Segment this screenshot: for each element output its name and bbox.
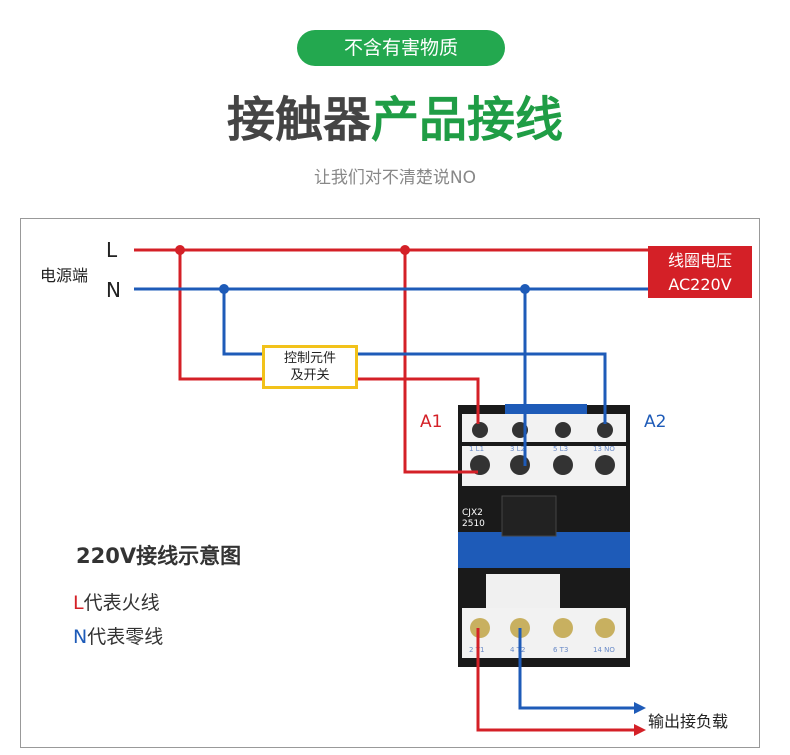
screw	[470, 455, 490, 475]
screw	[555, 422, 571, 438]
screw	[553, 455, 573, 475]
l-to-terminal1	[403, 250, 478, 474]
diagram-frame	[20, 218, 760, 748]
screw	[595, 455, 615, 475]
top-terminal-labels: 1 L1 3 L2 5 L3 13 NO	[469, 445, 615, 453]
terminal-label: 5 L3	[553, 445, 568, 453]
bottom-screws	[470, 618, 615, 638]
model-line2: 2510	[462, 519, 485, 529]
legend-n-text: 代表零线	[87, 626, 164, 648]
line-l-label: L	[106, 238, 118, 262]
output-live-arrow	[634, 724, 646, 736]
screw	[597, 422, 613, 438]
l-to-control	[178, 250, 262, 381]
power-source-label: 电源端	[40, 266, 89, 285]
coil-voltage-box: 线圈电压 AC220V	[648, 246, 752, 298]
legend-l-text: 代表火线	[83, 592, 160, 614]
contactor-label-plate	[486, 574, 560, 608]
screw	[510, 455, 530, 475]
screw	[472, 422, 488, 438]
terminal-label: 3 L2	[510, 445, 525, 453]
terminal-label: 14 NO	[593, 646, 615, 654]
model-line1: CJX2	[462, 508, 483, 518]
coil-a2-label: A2	[644, 412, 667, 432]
page-title: 接触器产品接线	[0, 80, 790, 150]
title-part2: 产品接线	[371, 92, 564, 148]
contactor-actuator	[501, 495, 557, 537]
control-line1: 控制元件	[283, 351, 336, 366]
screw	[595, 618, 615, 638]
coil-voltage-line2: AC220V	[668, 275, 732, 294]
control-line2: 及开关	[290, 368, 330, 383]
output-neutral-wire	[518, 628, 636, 710]
contactor-device: 1 L1 3 L2 5 L3 13 NO 2 T1 4 T2 6 T3 14 N…	[458, 404, 630, 667]
terminal-label: 4 T2	[510, 646, 525, 654]
contactor-model: CJX2 2510	[462, 508, 485, 530]
badge-pill: 不含有害物质	[297, 30, 505, 66]
screw	[470, 618, 490, 638]
legend-n-letter: N	[73, 626, 88, 648]
page-subtitle: 让我们对不清楚说NO	[313, 168, 477, 188]
live-junctions	[175, 245, 410, 255]
terminal-label: 13 NO	[593, 445, 615, 453]
output-load-label: 输出接负载	[648, 712, 729, 731]
contactor-top-blue	[505, 404, 587, 414]
screw	[553, 618, 573, 638]
coil-a1-label: A1	[420, 412, 443, 432]
control-element-box: 控制元件 及开关	[262, 345, 358, 389]
n-to-control	[222, 289, 262, 356]
output-neutral-arrow	[634, 702, 646, 714]
live-wires	[134, 248, 648, 474]
line-n-label: N	[106, 278, 121, 302]
diagram-title: 220V接线示意图	[76, 544, 242, 568]
control-to-a2	[358, 352, 607, 424]
neutral-junctions	[219, 284, 530, 294]
contactor-blue-strip	[458, 532, 630, 568]
terminal-label: 1 L1	[469, 445, 484, 453]
terminal-label: 6 T3	[553, 646, 568, 654]
legend-live: L代表火线	[73, 588, 160, 615]
coil-voltage-line1: 线圈电压	[667, 251, 732, 270]
output-live-wire	[476, 628, 636, 732]
title-part1: 接触器	[226, 92, 371, 148]
control-to-a1	[358, 377, 480, 424]
legend-l-letter: L	[73, 592, 84, 614]
legend-neutral: N代表零线	[73, 622, 163, 649]
